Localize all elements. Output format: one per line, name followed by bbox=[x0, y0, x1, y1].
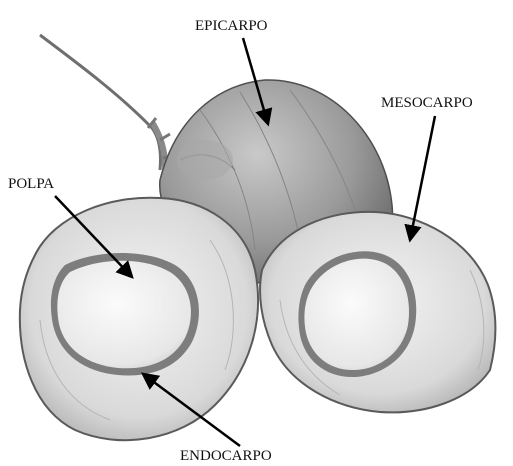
mesocarp-arrow bbox=[410, 116, 435, 240]
pulp-label: POLPA bbox=[8, 176, 54, 192]
mesocarp-label: MESOCARPO bbox=[381, 95, 473, 111]
epicarp-label: EPICARPO bbox=[195, 18, 268, 34]
right-coconut-half bbox=[260, 212, 495, 413]
endocarp-label: ENDOCARPO bbox=[180, 448, 272, 464]
left-coconut-half bbox=[20, 198, 258, 440]
coconut-stem bbox=[40, 35, 173, 172]
